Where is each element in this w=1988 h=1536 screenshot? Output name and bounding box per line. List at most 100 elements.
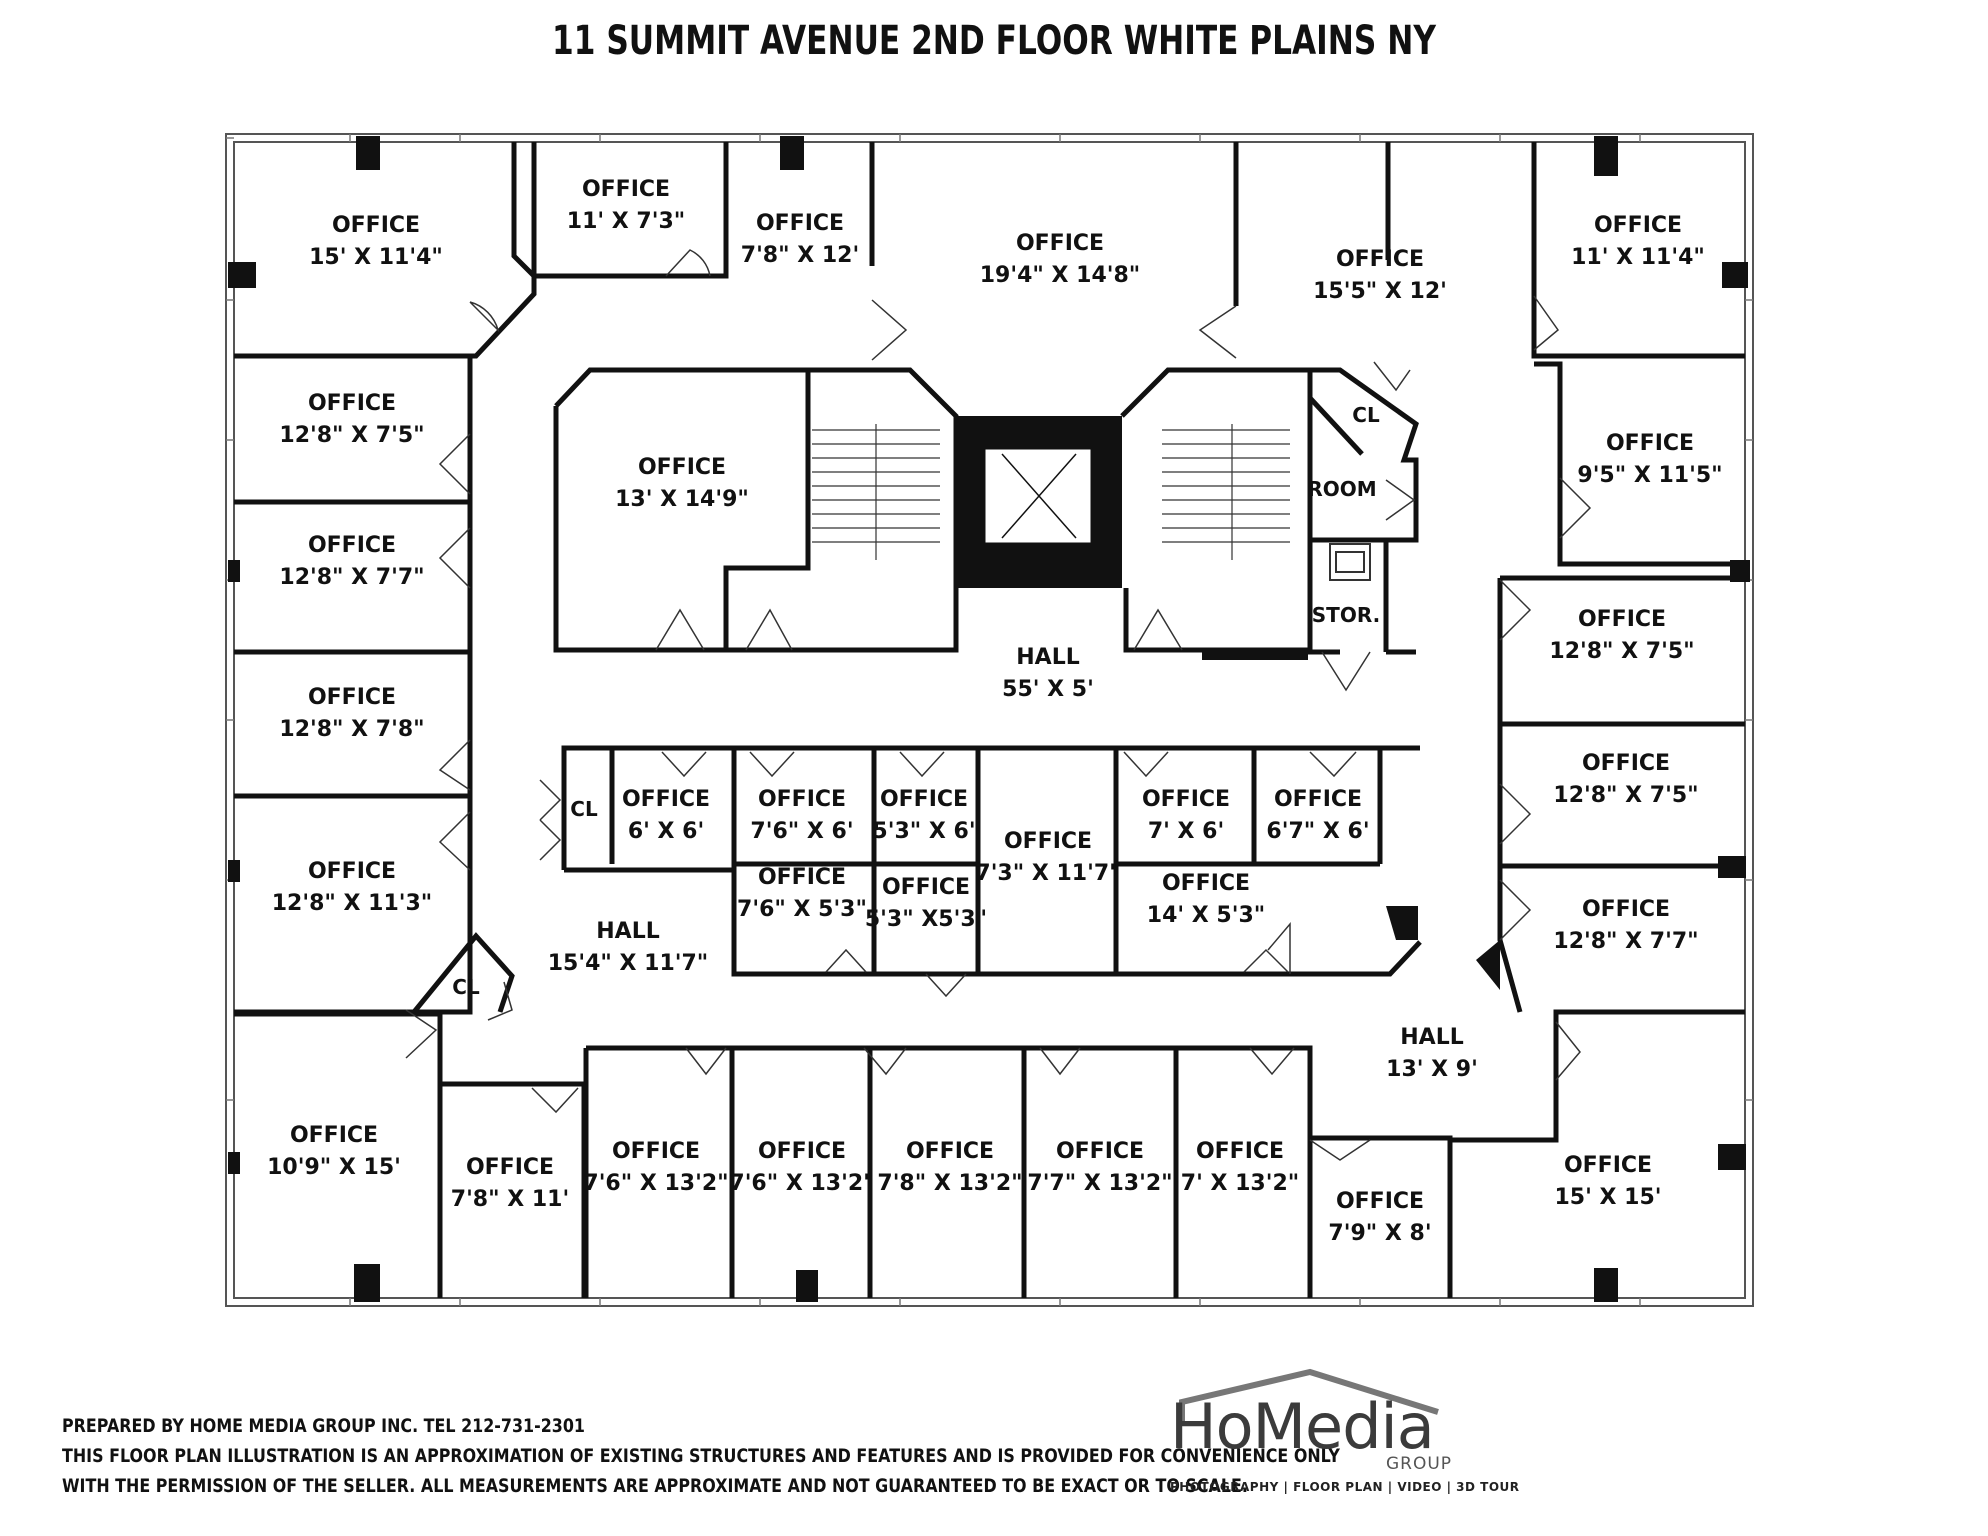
room-size: 15' X 15' xyxy=(1555,1185,1662,1210)
room-size: 11' X 11'4" xyxy=(1571,245,1705,270)
room-name: OFFICE xyxy=(1142,787,1230,812)
exterior-windows xyxy=(225,133,1754,1307)
room-name: OFFICE xyxy=(308,391,396,416)
logo-name: HoMedia xyxy=(1170,1390,1435,1463)
room-name: OFFICE xyxy=(622,787,710,812)
sink-icon xyxy=(1329,543,1371,581)
room-name: OFFICE xyxy=(756,211,844,236)
room-name: HALL xyxy=(596,919,659,944)
stairs xyxy=(812,424,1290,560)
room-name: OFFICE xyxy=(1606,431,1694,456)
room-size: 7'7" X 13'2" xyxy=(1027,1171,1172,1196)
room-label: OFFICE 7'6" X 13'2" xyxy=(729,1139,874,1196)
prepared-by: PREPARED BY HOME MEDIA GROUP INC. TEL 21… xyxy=(62,1416,585,1437)
room-label: OFFICE 15'5" X 12' xyxy=(1313,247,1447,304)
room-size: 15'5" X 12' xyxy=(1313,279,1447,304)
room-size: 12'8" X 7'5" xyxy=(1549,639,1694,664)
room-size: 6'7" X 6' xyxy=(1266,819,1369,844)
room-name: OFFICE xyxy=(1336,1189,1424,1214)
room-name: OFFICE xyxy=(882,875,970,900)
room-size: 6' X 6' xyxy=(628,819,704,844)
room-label: OFFICE 7'8" X 12' xyxy=(741,211,859,268)
room-name: OFFICE xyxy=(1004,829,1092,854)
room-label: OFFICE 7'8" X 13'2" xyxy=(877,1139,1022,1196)
disclaimer: PREPARED BY HOME MEDIA GROUP INC. TEL 21… xyxy=(62,1412,1340,1502)
room-size: 7'8" X 11' xyxy=(451,1187,569,1212)
room-label: OFFICE 7' X 6' xyxy=(1142,787,1230,844)
logo-tagline: PHOTOGRAPHY | FLOOR PLAN | VIDEO | 3D TO… xyxy=(1170,1480,1520,1494)
room-size: 15'4" X 11'7" xyxy=(548,951,709,976)
room-size: 9'5" X 11'5" xyxy=(1577,463,1722,488)
plan-title: 11 SUMMIT AVENUE 2ND FLOOR WHITE PLAINS … xyxy=(552,18,1436,64)
room-size: 7' X 6' xyxy=(1148,819,1224,844)
room-size: 12'8" X 7'8" xyxy=(279,717,424,742)
room-name: OFFICE xyxy=(638,455,726,480)
room-label: HALL 13' X 9' xyxy=(1386,1025,1478,1082)
room-name: OFFICE xyxy=(1582,751,1670,776)
doors xyxy=(405,249,1592,1161)
columns xyxy=(228,136,1750,1302)
room-name: OFFICE xyxy=(880,787,968,812)
room-label: OFFICE 6' X 6' xyxy=(622,787,710,844)
room-size: 7'8" X 12' xyxy=(741,243,859,268)
room-label-small: ROOM xyxy=(1307,477,1376,501)
room-name: OFFICE xyxy=(1016,231,1104,256)
room-label: OFFICE 7'7" X 13'2" xyxy=(1027,1139,1172,1196)
room-name: OFFICE xyxy=(308,685,396,710)
room-name: OFFICE xyxy=(308,859,396,884)
homedia-logo: HoMedia GROUP PHOTOGRAPHY | FLOOR PLAN |… xyxy=(1170,1368,1519,1500)
room-name: HALL xyxy=(1016,645,1079,670)
room-size: 12'8" X 7'7" xyxy=(279,565,424,590)
room-size: 12'8" X 7'5" xyxy=(279,423,424,448)
room-name: OFFICE xyxy=(758,1139,846,1164)
room-size: 55' X 5' xyxy=(1002,677,1094,702)
room-name: OFFICE xyxy=(1578,607,1666,632)
room-size: 7'6" X 13'2" xyxy=(583,1171,728,1196)
room-size: 7'3" X 11'7" xyxy=(975,861,1120,886)
room-label: OFFICE 7' X 13'2" xyxy=(1181,1139,1299,1196)
room-size: 13' X 14'9" xyxy=(615,487,749,512)
room-size: 11' X 7'3" xyxy=(567,209,685,234)
disclaimer-line: THIS FLOOR PLAN ILLUSTRATION IS AN APPRO… xyxy=(62,1446,1340,1467)
disclaimer-line: WITH THE PERMISSION OF THE SELLER. ALL M… xyxy=(62,1476,1248,1497)
room-label: OFFICE 12'8" X 7'8" xyxy=(279,685,424,742)
room-size: 7'6" X 5'3" xyxy=(737,897,867,922)
room-name: OFFICE xyxy=(1056,1139,1144,1164)
room-label: HALL 15'4" X 11'7" xyxy=(548,919,709,976)
wall-wedges xyxy=(1202,650,1500,990)
room-size: 13' X 9' xyxy=(1386,1057,1478,1082)
room-label: OFFICE 13' X 14'9" xyxy=(615,455,749,512)
room-size: 19'4" X 14'8" xyxy=(980,263,1141,288)
logo-group: GROUP xyxy=(1386,1454,1453,1474)
room-name: OFFICE xyxy=(1594,213,1682,238)
room-name: OFFICE xyxy=(1336,247,1424,272)
room-name: OFFICE xyxy=(758,787,846,812)
window-mullions xyxy=(226,134,1753,1306)
room-name: OFFICE xyxy=(1196,1139,1284,1164)
room-label: OFFICE 12'8" X 7'5" xyxy=(1549,607,1694,664)
room-name: HALL xyxy=(1400,1025,1463,1050)
room-label: OFFICE 7'3" X 11'7" xyxy=(975,829,1120,886)
room-size: 15' X 11'4" xyxy=(309,245,443,270)
room-size: 7'6" X 13'2" xyxy=(729,1171,874,1196)
room-label: HALL 55' X 5' xyxy=(1002,645,1094,702)
room-size: 7'8" X 13'2" xyxy=(877,1171,1022,1196)
room-size: 7' X 13'2" xyxy=(1181,1171,1299,1196)
room-size: 5'3" X 6' xyxy=(872,819,975,844)
room-name: OFFICE xyxy=(906,1139,994,1164)
room-label: OFFICE 12'8" X 7'5" xyxy=(279,391,424,448)
room-label: OFFICE 19'4" X 14'8" xyxy=(980,231,1141,288)
